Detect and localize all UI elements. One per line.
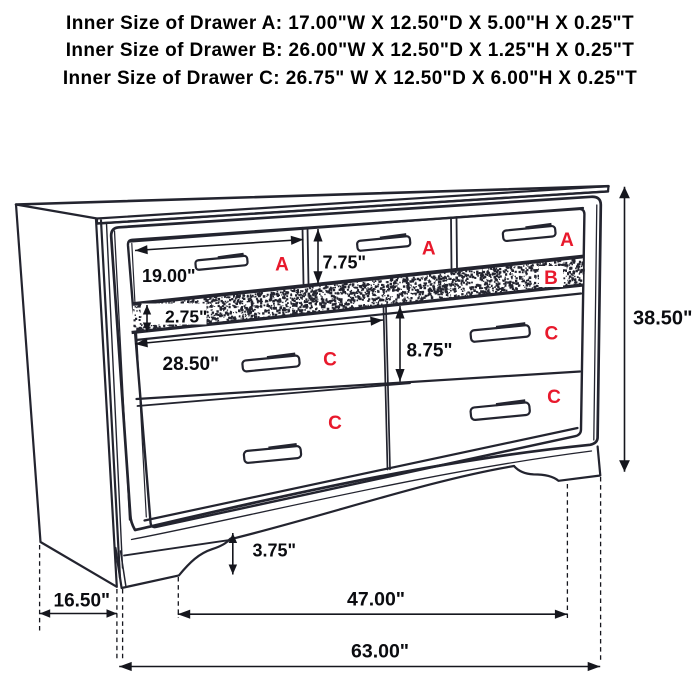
svg-text:8.75": 8.75"	[407, 341, 453, 362]
svg-text:A: A	[422, 239, 436, 260]
svg-text:C: C	[328, 413, 342, 434]
svg-text:C: C	[323, 350, 337, 371]
svg-text:2.75": 2.75"	[165, 307, 207, 327]
svg-text:47.00": 47.00"	[347, 589, 405, 611]
svg-text:A: A	[560, 230, 574, 251]
svg-text:63.00": 63.00"	[351, 641, 409, 663]
svg-text:16.50": 16.50"	[54, 591, 111, 612]
svg-text:28.50": 28.50"	[163, 354, 220, 375]
svg-text:C: C	[547, 387, 561, 408]
svg-text:C: C	[545, 324, 559, 345]
svg-text:3.75": 3.75"	[253, 541, 297, 561]
svg-text:38.50": 38.50"	[633, 308, 693, 330]
svg-text:A: A	[275, 255, 289, 276]
svg-text:19.00": 19.00"	[142, 266, 196, 286]
svg-text:7.75": 7.75"	[323, 253, 367, 273]
svg-text:B: B	[544, 268, 558, 289]
